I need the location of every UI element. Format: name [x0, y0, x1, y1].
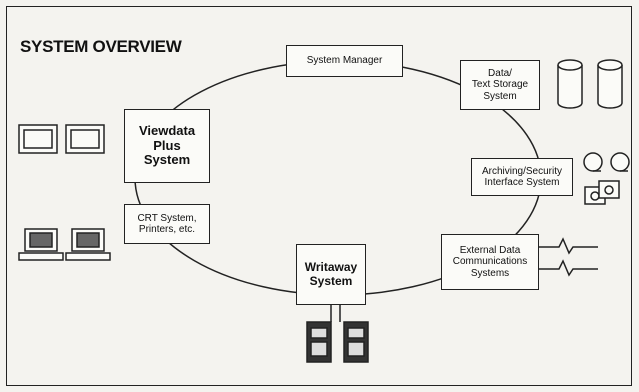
writaway-node: Writaway System — [296, 244, 366, 305]
data-text-storage-node: Data/ Text Storage System — [460, 60, 540, 110]
writaway-label: Writaway System — [304, 259, 358, 288]
writaway-terminal-icon — [306, 305, 369, 363]
viewdata-plus-label: Viewdata Plus System — [138, 122, 196, 168]
viewdata-plus-node: Viewdata Plus System — [124, 109, 210, 183]
crt-terminal-icon — [18, 228, 111, 261]
external-data-node: External Data Communications Systems — [441, 234, 539, 290]
archiving-security-label: Archiving/Security Interface System — [481, 165, 563, 189]
diagram-frame — [6, 6, 632, 386]
disk-storage-icon — [557, 59, 623, 109]
communication-line-icon — [539, 237, 598, 277]
crt-system-node: CRT System, Printers, etc. — [124, 204, 210, 244]
data-text-storage-label: Data/ Text Storage System — [471, 67, 529, 102]
crt-system-label: CRT System, Printers, etc. — [137, 212, 197, 236]
archiving-security-node: Archiving/Security Interface System — [471, 158, 573, 196]
system-manager-label: System Manager — [306, 55, 383, 67]
external-data-label: External Data Communications Systems — [452, 244, 528, 279]
tape-reel-icon — [583, 152, 630, 172]
system-manager-node: System Manager — [286, 45, 403, 77]
diagram-title: SYSTEM OVERVIEW — [20, 37, 182, 56]
cartridge-icon — [584, 180, 620, 205]
viewdata-terminal-icon — [18, 124, 105, 154]
